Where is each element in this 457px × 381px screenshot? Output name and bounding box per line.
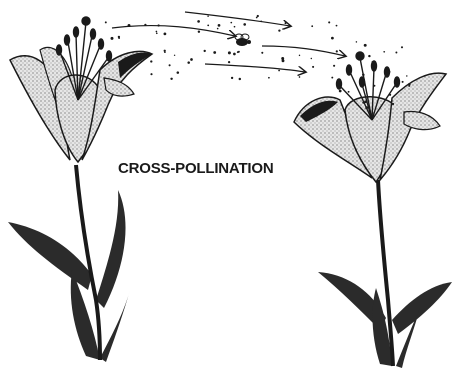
- pollen-grain: [105, 21, 107, 23]
- pollen-grain: [395, 52, 397, 54]
- pollen-grain: [239, 78, 241, 80]
- pollen-grain: [348, 91, 350, 93]
- pollen-grain: [118, 37, 120, 39]
- pollen-grain: [362, 101, 364, 103]
- left-leaf-lower-right: [96, 190, 126, 308]
- pollen-grain: [256, 17, 258, 19]
- pollen-grain: [373, 85, 375, 87]
- pollen-grain: [360, 52, 362, 54]
- pollen-grain: [312, 66, 314, 68]
- pollen-grain: [207, 16, 208, 17]
- diagram-title: CROSS-POLLINATION: [118, 160, 273, 177]
- pollen-grain: [198, 30, 200, 32]
- pollen-grain: [234, 26, 236, 28]
- pollen-grain: [336, 25, 338, 27]
- pollen-grain: [213, 51, 216, 54]
- pollen-grain: [228, 61, 230, 63]
- pollen-grain: [218, 24, 221, 27]
- pollen-grain: [331, 37, 334, 40]
- pollen-grain: [204, 50, 206, 52]
- flight-arrow-lower: [205, 64, 305, 72]
- pollen-grain: [349, 67, 351, 69]
- pollen-grain: [150, 73, 152, 75]
- pollen-grain: [156, 31, 158, 33]
- pollen-grain: [111, 37, 114, 40]
- pollen-grain: [282, 59, 285, 62]
- pollen-grain: [174, 55, 175, 56]
- pollen-grain: [336, 50, 338, 52]
- pollen-grain: [278, 29, 280, 31]
- pollen-grain: [217, 28, 219, 30]
- pollen-grain: [207, 24, 209, 26]
- right-petal-side: [404, 112, 440, 130]
- pollen-grain: [285, 22, 287, 24]
- right-lily-flower-icon: [294, 52, 452, 368]
- pollen-grain: [328, 21, 330, 23]
- flight-arrow-upper: [112, 26, 235, 36]
- pollen-grain: [408, 85, 410, 87]
- pollen-grain: [260, 20, 262, 22]
- pollen-grain: [197, 20, 200, 23]
- pollen-grain: [331, 77, 333, 79]
- pollen-grain: [388, 71, 390, 73]
- pollen-grain: [356, 55, 359, 58]
- pollen-grain: [156, 32, 158, 34]
- pollen-grain: [261, 52, 263, 54]
- pollen-grain: [339, 90, 342, 93]
- pollen-grain: [364, 44, 367, 47]
- pollen-grain: [187, 61, 190, 64]
- pollen-grain: [371, 61, 372, 62]
- flight-arrow-middle: [262, 46, 345, 56]
- pollen-grain: [392, 103, 394, 105]
- pollen-grain: [157, 24, 159, 26]
- pollen-grain: [243, 23, 246, 26]
- pollen-grain: [231, 77, 233, 79]
- pollen-grain: [144, 24, 146, 26]
- pollen-grain: [311, 25, 313, 27]
- pollen-grain: [169, 64, 171, 66]
- pollen-grain: [356, 41, 358, 43]
- pollen-grain: [233, 53, 236, 56]
- pollen-grain: [365, 106, 368, 109]
- pollen-grain: [347, 67, 348, 68]
- left-leaf-lower-left: [8, 222, 92, 290]
- pollen-grain: [368, 55, 370, 57]
- pollen-grain: [164, 33, 167, 36]
- pollen-grain: [406, 75, 407, 76]
- pollen-grain: [299, 76, 301, 78]
- pollen-grain: [311, 58, 312, 59]
- pollen-grain: [237, 51, 239, 53]
- pollen-grain: [150, 60, 152, 62]
- left-lily-flower-icon: [8, 17, 152, 362]
- pollen-grain: [190, 58, 193, 61]
- pollen-grain: [170, 78, 172, 80]
- pollen-grain: [164, 51, 166, 53]
- pollen-grain: [177, 71, 180, 74]
- pollen-grain: [268, 77, 270, 79]
- pollen-grain: [333, 65, 335, 67]
- pollen-grain: [389, 94, 391, 96]
- flight-arrow-top: [185, 12, 290, 26]
- pollen-grain: [230, 22, 232, 24]
- right-leaf-right: [392, 282, 452, 334]
- pollen-grain: [362, 74, 365, 77]
- pollen-grain: [299, 55, 300, 56]
- pollen-grain: [401, 46, 403, 48]
- pollen-grain: [364, 101, 367, 104]
- pollen-grain: [128, 24, 131, 27]
- pollen-grain: [402, 81, 404, 83]
- pollen-grain: [278, 70, 280, 72]
- pollen-grain: [228, 51, 231, 54]
- bee-icon: [235, 34, 251, 46]
- pollen-grain: [383, 51, 385, 53]
